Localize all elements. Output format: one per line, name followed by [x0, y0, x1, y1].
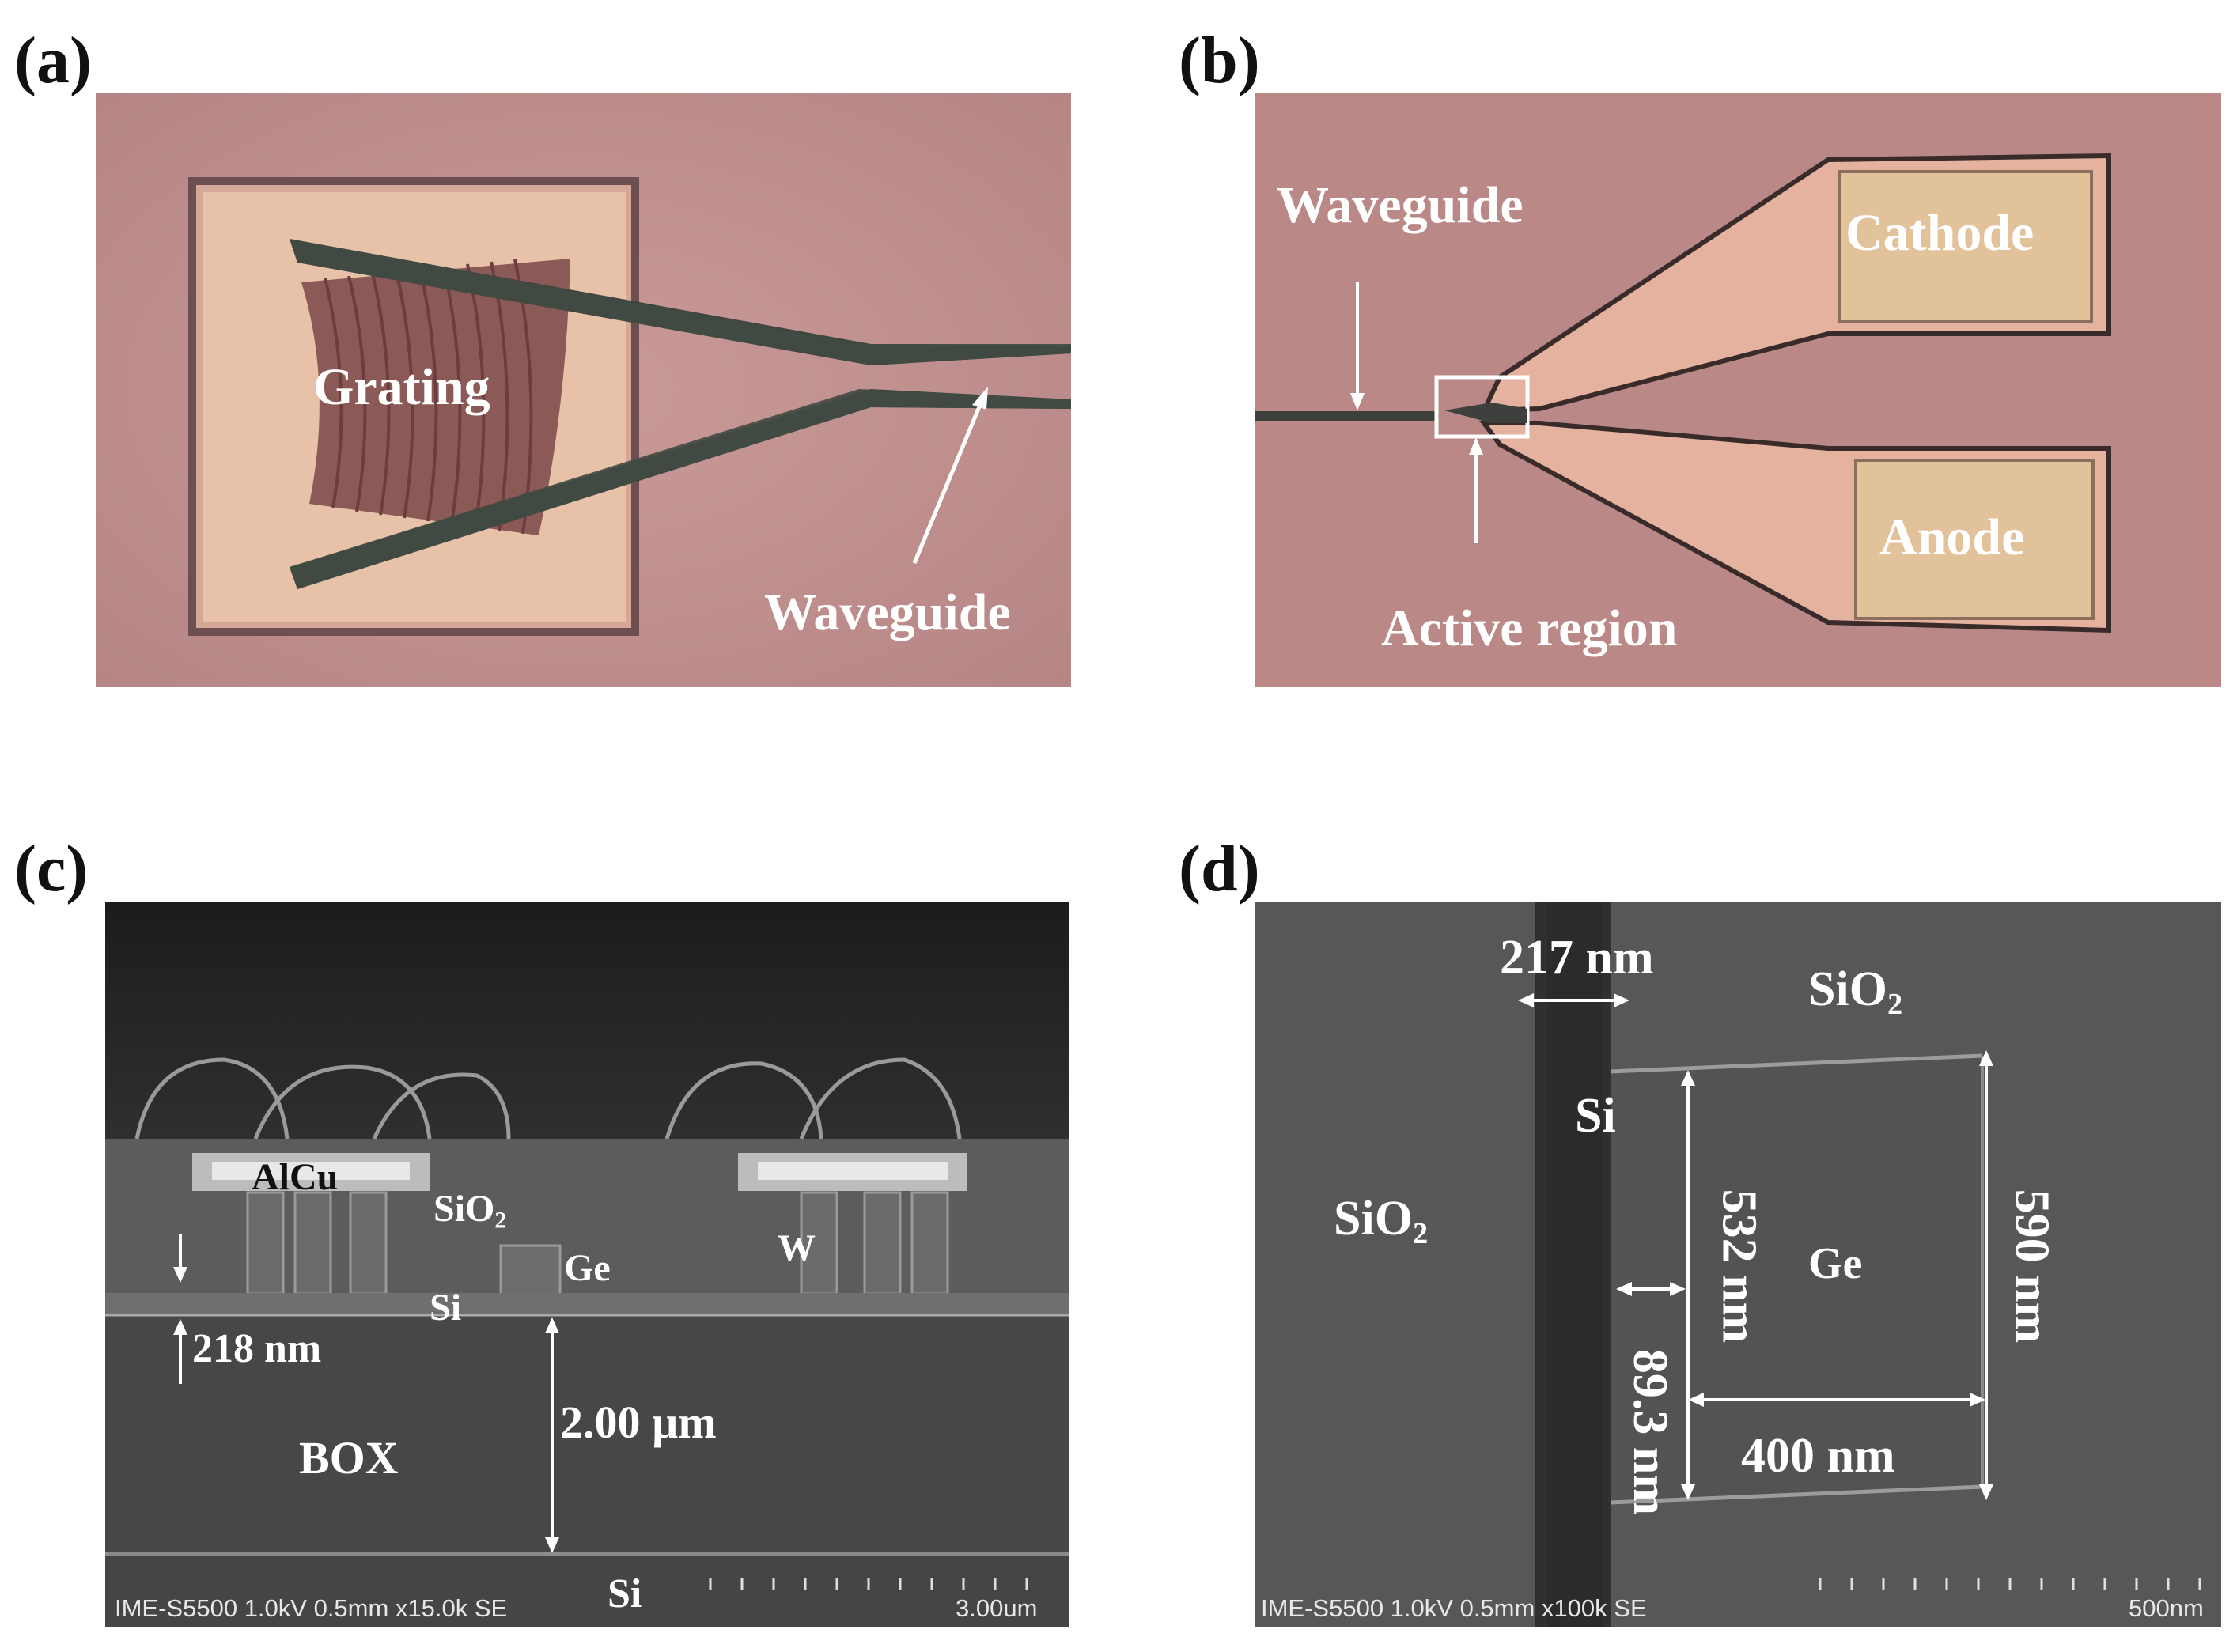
- height-893-label: 89.3 nm: [1623, 1348, 1678, 1516]
- active-region-label: Active region: [1381, 599, 1678, 657]
- panel-d-sem: 217 nm SiO2 Si SiO2 Ge 532 nm 590 nm 89.…: [1255, 902, 2221, 1627]
- cross-section-sem-image: [105, 902, 1069, 1627]
- ge-label-d: Ge: [1808, 1239, 1863, 1288]
- width-400-label: 400 nm: [1741, 1429, 1895, 1483]
- scale-text-c: 3.00um: [956, 1594, 1038, 1622]
- alcu-label: AlCu: [252, 1156, 339, 1198]
- photodetector-image: [1255, 93, 2221, 687]
- box-thickness-label: 2.00 µm: [560, 1397, 717, 1448]
- thickness-218-label: 218 nm: [192, 1326, 322, 1371]
- grating-label: Grating: [313, 358, 490, 416]
- w-label: W: [778, 1227, 816, 1269]
- cathode-label: Cathode: [1845, 204, 2034, 262]
- si-label-d: Si: [1575, 1089, 1616, 1143]
- height-590-label: 590 nm: [2004, 1189, 2059, 1344]
- panel-a-micrograph: Grating Waveguide: [96, 93, 1071, 687]
- panel-c-sem: AlCu SiO2 Ge W Si 218 nm BOX 2.00 µm Si …: [105, 902, 1069, 1627]
- waveguide-label-b: Waveguide: [1277, 176, 1524, 234]
- panel-label-a: (a): [14, 24, 92, 97]
- grating-coupler-image: [96, 93, 1071, 687]
- sio2-top-label: SiO2: [1808, 962, 1903, 1021]
- ge-label-c: Ge: [564, 1247, 611, 1289]
- panel-b-micrograph: Waveguide Cathode Anode Active region: [1255, 93, 2221, 687]
- panel-label-b: (b): [1179, 24, 1260, 97]
- width-217-label: 217 nm: [1500, 931, 1654, 985]
- sem-info-c: IME-S5500 1.0kV 0.5mm x15.0k SE: [115, 1594, 508, 1622]
- sem-info-d: IME-S5500 1.0kV 0.5mm x100k SE: [1261, 1594, 1647, 1622]
- waveguide-label-a: Waveguide: [764, 584, 1011, 641]
- anode-label: Anode: [1879, 508, 2025, 566]
- si-label-c: Si: [430, 1287, 462, 1329]
- panel-label-c: (c): [14, 832, 89, 905]
- scale-text-d: 500nm: [2129, 1594, 2204, 1622]
- height-532-label: 532 nm: [1712, 1189, 1766, 1344]
- substrate-si-label: Si: [608, 1571, 642, 1616]
- box-label: BOX: [299, 1432, 399, 1484]
- panel-label-d: (d): [1179, 832, 1260, 905]
- closeup-sem-image: [1255, 902, 2221, 1627]
- sio2-label-c: SiO2: [433, 1188, 507, 1234]
- sio2-left-label: SiO2: [1334, 1192, 1429, 1250]
